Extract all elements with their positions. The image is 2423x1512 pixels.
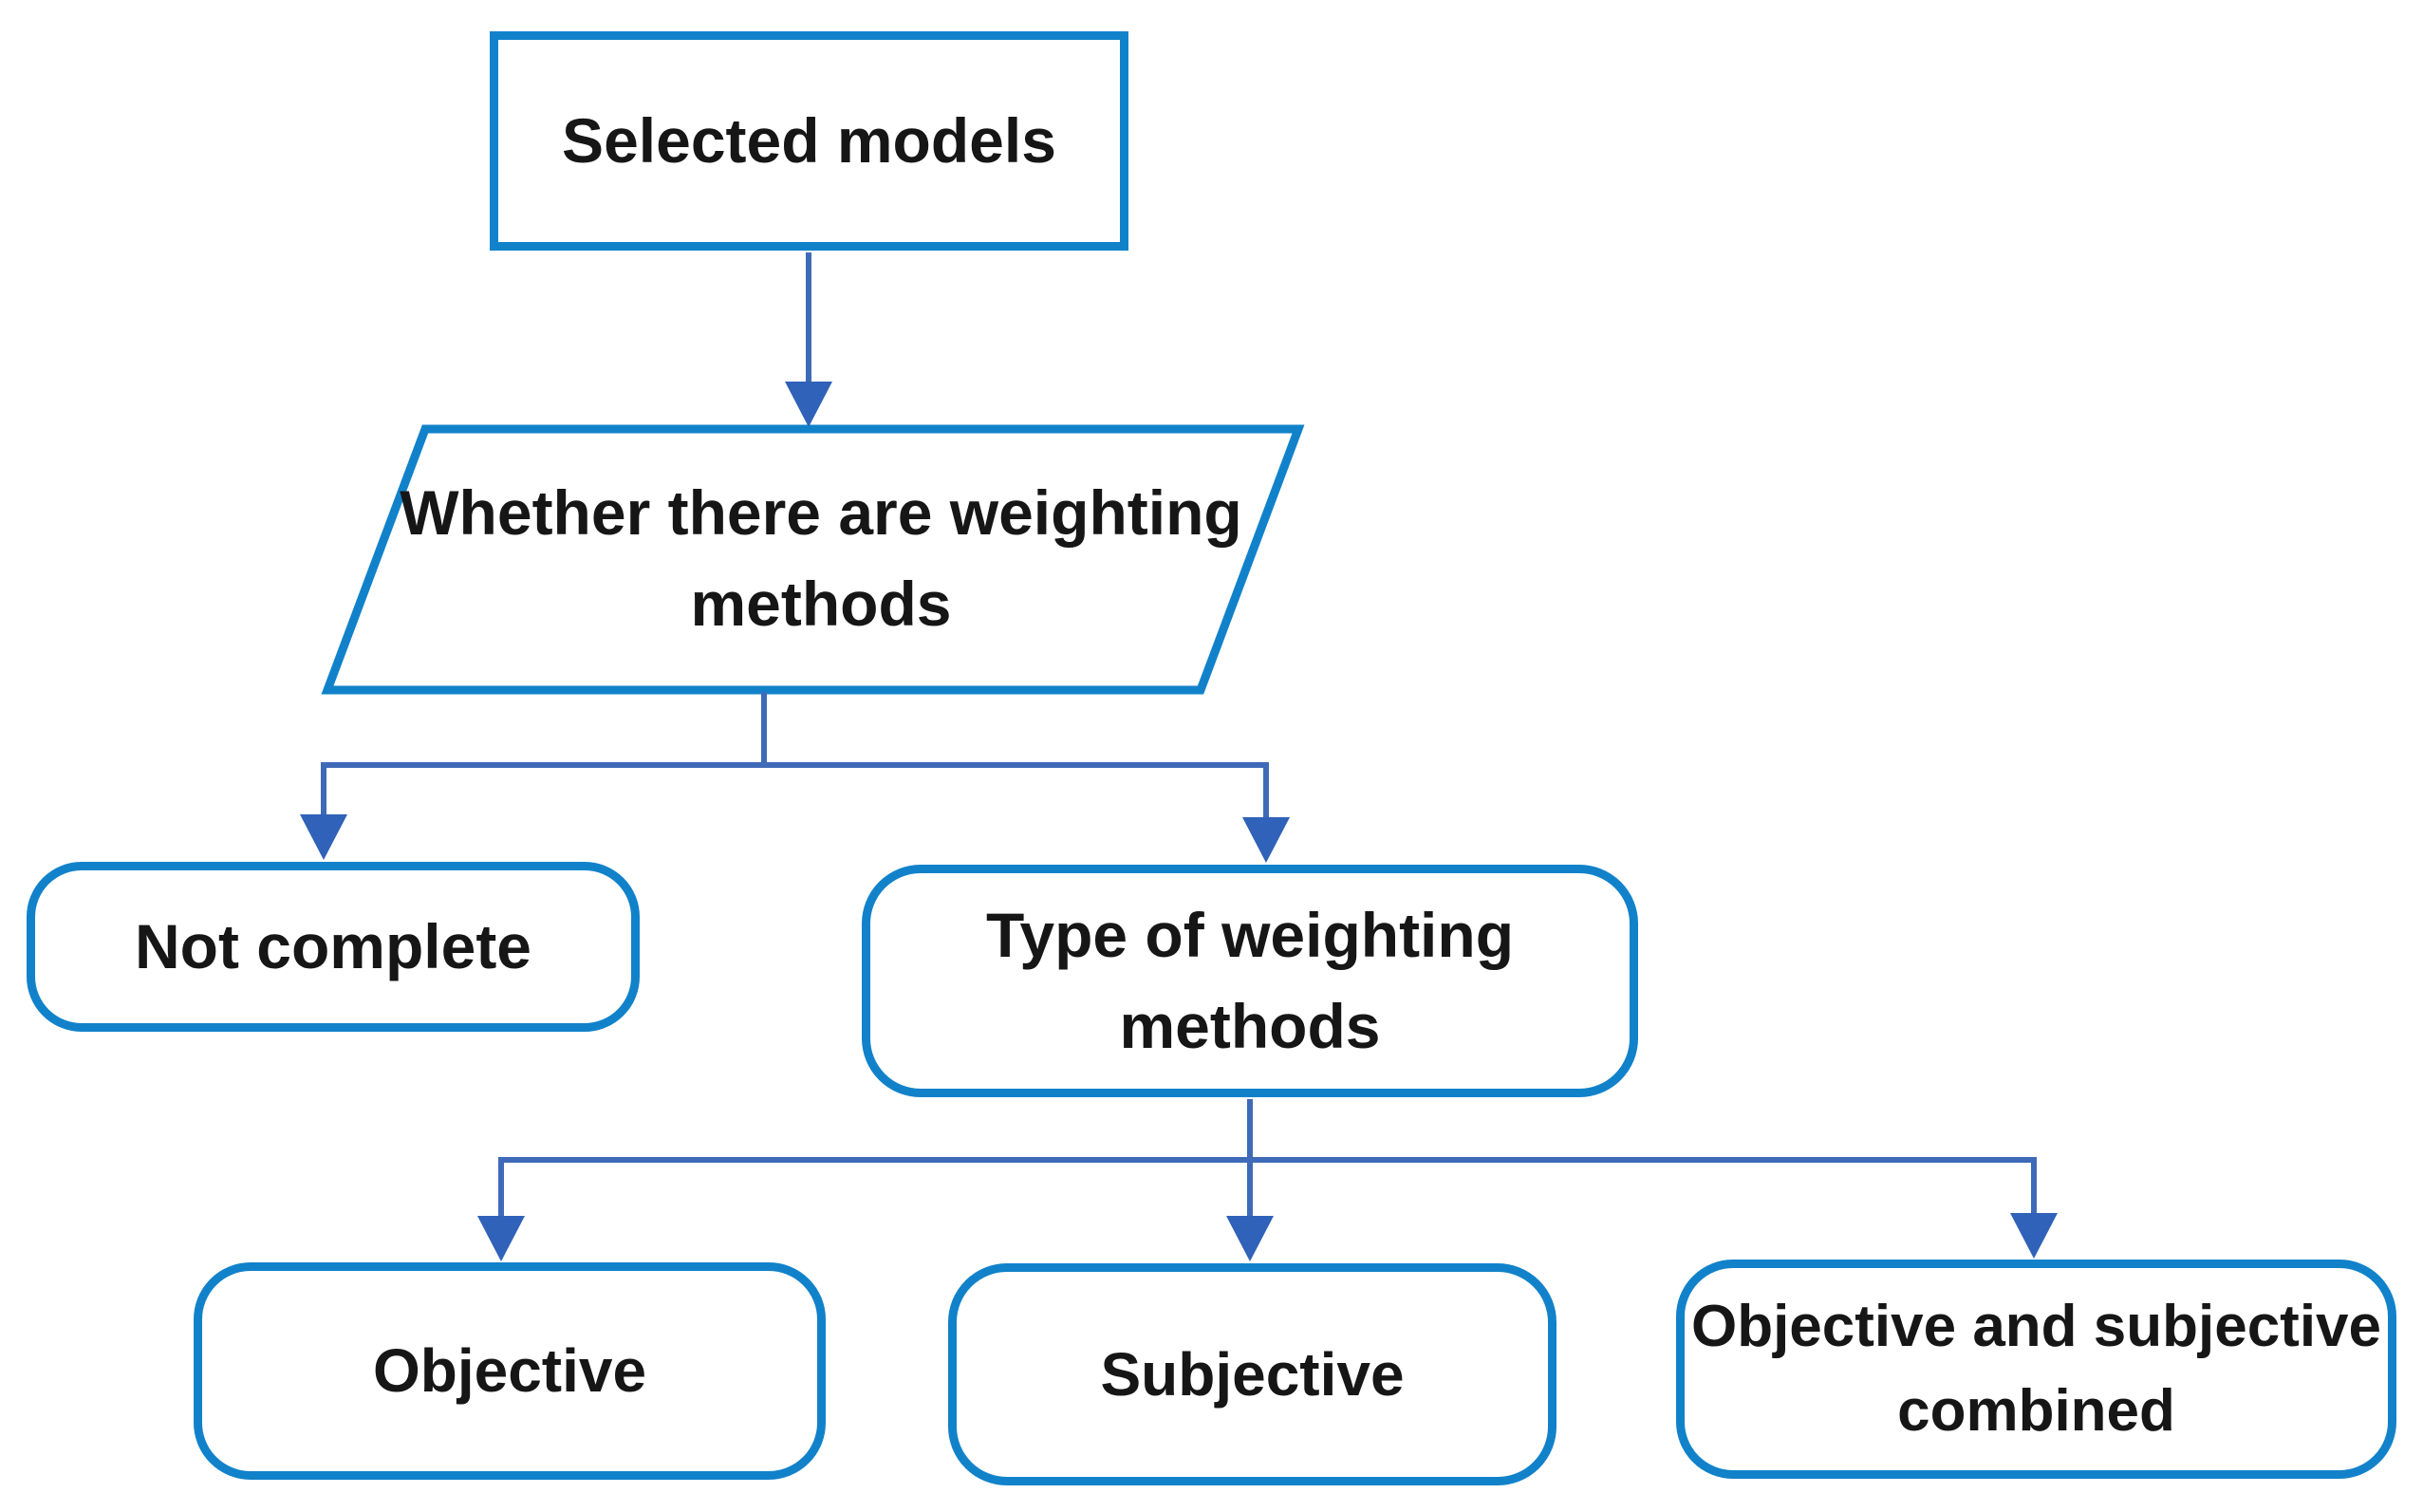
node-weighting-check: Whether there are weighting methods bbox=[399, 442, 1243, 676]
arrow-down-icon bbox=[1226, 1216, 1274, 1261]
node-type-of-weighting-label: Type of weighting methods bbox=[985, 899, 1515, 1061]
arrow-down-icon bbox=[785, 382, 832, 427]
arrow-down-icon bbox=[300, 814, 347, 860]
node-combined-label: Objective and subjective combined bbox=[1690, 1294, 2382, 1444]
node-objective-label: Objective bbox=[372, 1336, 647, 1406]
node-combined: Objective and subjective combined bbox=[1676, 1260, 2396, 1479]
node-subjective-label: Subjective bbox=[1100, 1339, 1405, 1409]
weighting-check-parallelogram bbox=[321, 424, 1305, 695]
node-type-of-weighting: Type of weighting methods bbox=[862, 865, 1638, 1097]
arrow-down-icon bbox=[1242, 817, 1290, 863]
node-weighting-check-label: Whether there are weighting methods bbox=[400, 477, 1242, 639]
arrow-down-icon bbox=[477, 1216, 525, 1261]
arrow-down-icon bbox=[2010, 1213, 2058, 1259]
node-not-complete: Not complete bbox=[27, 862, 640, 1032]
node-objective: Objective bbox=[194, 1262, 826, 1480]
node-selected-models: Selected models bbox=[490, 31, 1128, 251]
node-not-complete-label: Not complete bbox=[134, 910, 532, 981]
node-subjective: Subjective bbox=[948, 1263, 1556, 1485]
node-selected-models-label: Selected models bbox=[562, 104, 1056, 176]
